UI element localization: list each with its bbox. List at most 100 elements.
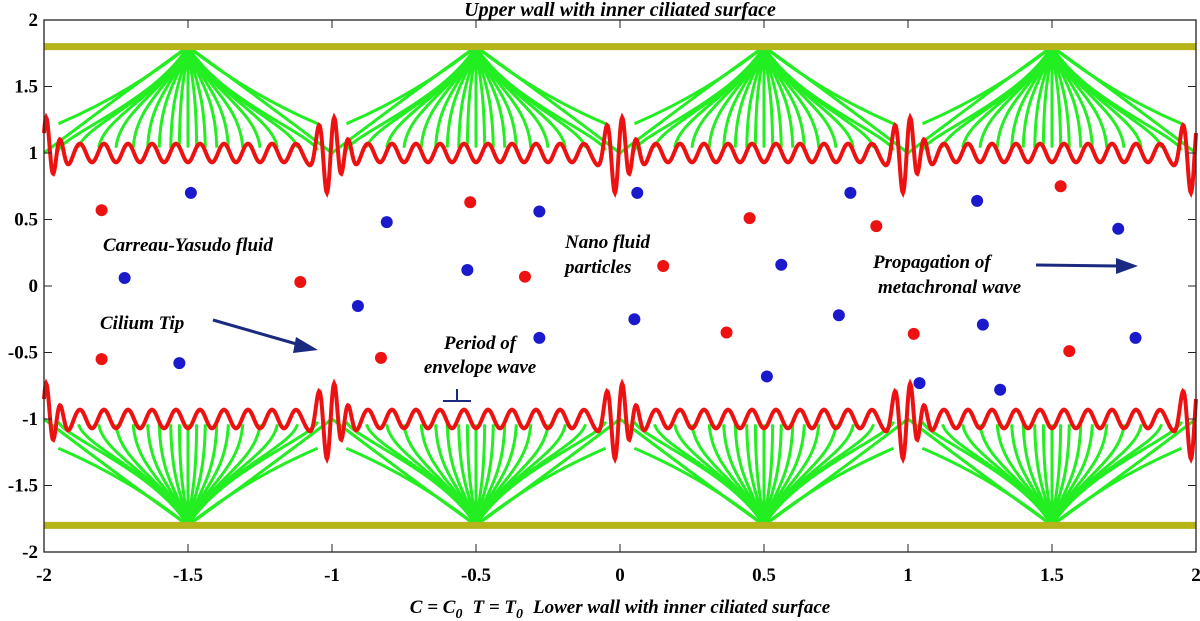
upper-cilium-outer [345,45,477,126]
red-particle [374,351,387,364]
blue-particle [976,318,989,331]
blue-particle [380,216,393,229]
lower-cilium-outer [187,446,319,527]
x-tick-label: -1 [324,565,340,586]
annotation-cilium-tip: Cilium Tip [100,313,184,334]
x-tick-label: -1.5 [173,565,203,586]
lower-cilium [762,424,795,526]
upper-cilium-outer [1051,45,1183,126]
blue-particle [631,186,644,199]
lower-cilium-outer [475,446,607,527]
cilium-tip-arrow-shaft [212,318,301,347]
upper-cilium [474,46,507,148]
envelope-layer [42,112,1198,464]
blue-particle [351,299,364,312]
cilia-layer [43,45,1197,527]
red-particle [1054,180,1067,193]
upper-cilium [474,45,607,152]
blue-particle [118,272,131,285]
lower-cilium-outer [57,446,189,527]
blue-particle [1129,331,1142,344]
upper-cilium-outer [763,45,895,126]
y-tick-label: -1 [22,409,38,430]
upper-cilium-outer [633,45,765,126]
x-tick-label: 0.5 [752,565,776,586]
upper-cilium [762,46,795,148]
y-tick-label: 1 [29,143,39,164]
blue-particle [1112,222,1125,235]
annotation-fluid: Carreau-Yasudo fluid [103,235,273,256]
y-tick-label: 0.5 [14,210,38,231]
xlabel-t-sub: 0 [516,607,523,621]
red-particle [907,327,920,340]
x-tick-label: 0 [615,565,625,586]
xlabel-rest: Lower wall with inner ciliated surface [532,597,831,618]
lower-cilium-outer [1051,446,1183,527]
y-tick-label: 1.5 [14,77,38,98]
upper-envelope-wave [42,112,1198,198]
y-tick-label: -1.5 [8,476,38,497]
annotation-propagation-line1: Propagation of [872,252,992,273]
annotation-nano-line1: Nano fluid [564,232,650,253]
blue-particle [533,205,546,218]
blue-particle [994,383,1007,396]
upper-cilium-outer [187,45,319,126]
red-particle [720,326,733,339]
y-tick-label: -2 [22,542,38,563]
annotation-period-line1: Period of [443,333,518,354]
upper-cilium-outer [921,45,1053,126]
red-particle [464,196,477,209]
propagation-arrow-head [1116,258,1138,274]
blue-particle [844,186,857,199]
blue-particle [533,331,546,344]
blue-particle [628,313,641,326]
red-particle [1063,345,1076,358]
lower-cilium-outer [763,446,895,527]
lower-cilium [1050,424,1083,526]
upper-cilium [1050,46,1083,148]
xlabel-c-sub: 0 [455,607,462,621]
blue-particle [461,264,474,277]
period-marker [443,389,471,402]
x-tick-label: 2 [1191,565,1200,586]
red-particle [95,204,108,217]
y-tick-label: 0 [29,276,39,297]
red-particle [95,353,108,366]
y-tick-label: -0.5 [8,343,38,364]
xlabel-c: C = C [410,597,456,618]
blue-particle [971,194,984,207]
walls-layer [44,43,1196,529]
blue-particle [760,370,773,383]
blue-particle [832,309,845,322]
lower-cilium-outer [345,446,477,527]
lower-envelope-wave [42,378,1198,464]
blue-particle [184,186,197,199]
blue-particle [173,357,186,370]
red-particle [870,220,883,233]
propagation-arrow [1035,258,1138,274]
upper-cilium [186,45,319,152]
y-tick-label: 2 [29,10,39,31]
annotation-propagation-line2: metachronal wave [878,277,1022,298]
upper-cilium [186,46,219,148]
red-particle [743,212,756,225]
annotation-nano-line2: particles [563,257,632,278]
upper-cilium [1050,45,1183,152]
lower-cilium [474,424,507,526]
upper-cilium [762,45,895,152]
propagation-arrow-shaft [1035,263,1119,268]
figure-title: Upper wall with inner ciliated surface [464,0,776,21]
x-tick-label: 1.5 [1040,565,1064,586]
x-tick-label: 1 [903,565,913,586]
blue-particle [913,377,926,390]
x-tick-label: -2 [36,565,52,586]
xlabel-t: T = T [472,597,517,618]
upper-cilium-outer [57,45,189,126]
blue-particle [775,258,788,271]
upper-cilium-outer [475,45,607,126]
particles-layer [95,180,1142,396]
red-particle [657,260,670,273]
